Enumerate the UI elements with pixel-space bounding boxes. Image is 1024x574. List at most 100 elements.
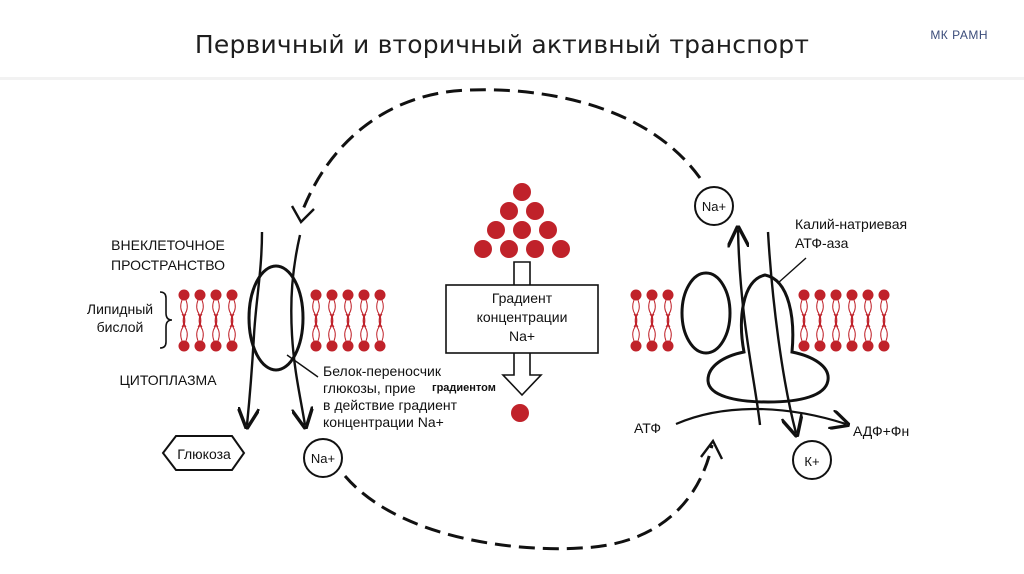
lipid-head xyxy=(374,289,386,301)
lipid-head xyxy=(862,289,874,301)
lipid-tail xyxy=(666,299,672,328)
glucose-label: Глюкоза xyxy=(177,446,231,462)
cytoplasm-label: ЦИТОПЛАЗМА xyxy=(119,372,217,388)
pump-pointer xyxy=(777,257,807,284)
cycle-arrowhead-bottom xyxy=(700,438,724,460)
lipid-tail xyxy=(314,313,320,342)
lipid-tail xyxy=(834,313,840,342)
lipid-bilayer-left xyxy=(178,289,386,352)
lipid-tail xyxy=(634,299,640,328)
extracellular-label-1: ВНЕКЛЕТОЧНОЕ xyxy=(111,237,225,253)
lipid-head xyxy=(310,289,322,301)
lipid-head xyxy=(210,289,222,301)
lipid-tail xyxy=(362,313,368,342)
na-particle xyxy=(513,221,531,239)
membrane-channel-oval xyxy=(680,271,732,355)
lipid-tail xyxy=(634,313,640,342)
lipid-tail xyxy=(850,299,856,328)
lipid-head xyxy=(210,340,222,352)
lipid-head xyxy=(342,289,354,301)
lipid-tail xyxy=(850,313,856,342)
na-particle-single xyxy=(511,404,529,422)
lipid-head xyxy=(814,289,826,301)
lipid-tail xyxy=(666,313,672,342)
lipid-head xyxy=(310,340,322,352)
bilayer-label-2: бислой xyxy=(97,319,144,335)
lipid-tail xyxy=(314,299,320,328)
glucose-hexagon xyxy=(161,435,246,471)
lipid-tail xyxy=(650,299,656,328)
carrier-label-3: в действие градиент xyxy=(323,397,458,413)
lipid-tail xyxy=(214,299,220,328)
lipid-tail xyxy=(198,299,204,328)
lipid-tail xyxy=(198,313,204,342)
na-efflux-arrow xyxy=(738,230,762,426)
lipid-head xyxy=(830,289,842,301)
cycle-arrowhead-top xyxy=(290,205,315,224)
lipid-head xyxy=(178,289,190,301)
glucose-flow-arrow xyxy=(247,231,264,425)
lipid-head xyxy=(630,340,642,352)
lipid-tail xyxy=(346,313,352,342)
lipid-tail xyxy=(818,299,824,328)
lipid-head xyxy=(646,289,658,301)
carrier-label-4: концентрации Na+ xyxy=(323,414,444,430)
lipid-tail xyxy=(882,313,888,342)
lipid-head xyxy=(194,289,206,301)
na-particle xyxy=(474,240,492,258)
lipid-tail xyxy=(378,313,384,342)
lipid-tail xyxy=(882,299,888,328)
lipid-tail xyxy=(330,299,336,328)
na-bottom-label: Na+ xyxy=(311,451,335,466)
na-particle xyxy=(526,240,544,258)
lipid-tail xyxy=(866,299,872,328)
carrier-label-1: Белок-переносчик xyxy=(323,363,442,379)
lipid-tail xyxy=(866,313,872,342)
title-divider xyxy=(0,77,1024,80)
bilayer-label-1: Липидный xyxy=(87,301,153,317)
overlay-patch xyxy=(430,380,506,395)
lipid-head xyxy=(798,340,810,352)
lipid-head xyxy=(830,340,842,352)
lipid-bilayer-right xyxy=(630,289,890,352)
lipid-tail xyxy=(346,299,352,328)
glucose-carrier-protein xyxy=(247,264,305,372)
lipid-head xyxy=(798,289,810,301)
lipid-tail xyxy=(378,299,384,328)
lipid-tail xyxy=(802,299,808,328)
lipid-tail xyxy=(834,299,840,328)
lipid-head xyxy=(194,340,206,352)
lipid-tail xyxy=(818,313,824,342)
pump-label-2: АТФ-аза xyxy=(795,235,849,251)
lipid-head xyxy=(342,340,354,352)
lipid-head xyxy=(226,340,238,352)
lipid-head xyxy=(630,289,642,301)
lipid-tail xyxy=(230,299,236,328)
cycle-arc-bottom xyxy=(343,444,714,551)
na-particle xyxy=(526,202,544,220)
lipid-tail xyxy=(650,313,656,342)
lipid-head xyxy=(662,289,674,301)
cycle-arc-top xyxy=(300,88,702,213)
sodium-flow-arrow xyxy=(290,234,305,425)
atp-reaction-arrow xyxy=(675,407,846,424)
lipid-tail xyxy=(230,313,236,342)
lipid-head xyxy=(326,289,338,301)
lipid-tail xyxy=(330,313,336,342)
na-particle-pyramid xyxy=(474,183,570,258)
bilayer-bracket xyxy=(159,291,173,349)
na-particle xyxy=(552,240,570,258)
adp-label: АДФ+Фн xyxy=(853,423,909,439)
lipid-head xyxy=(358,289,370,301)
lipid-head xyxy=(878,289,890,301)
lipid-head xyxy=(226,289,238,301)
gradient-label-3: Na+ xyxy=(509,328,535,344)
k-ion xyxy=(792,440,832,480)
lipid-head xyxy=(846,289,858,301)
lipid-head xyxy=(178,340,190,352)
na-ion-bottom xyxy=(303,438,343,478)
lipid-head xyxy=(662,340,674,352)
sodium-potassium-pump xyxy=(706,273,830,404)
lipid-head xyxy=(358,340,370,352)
